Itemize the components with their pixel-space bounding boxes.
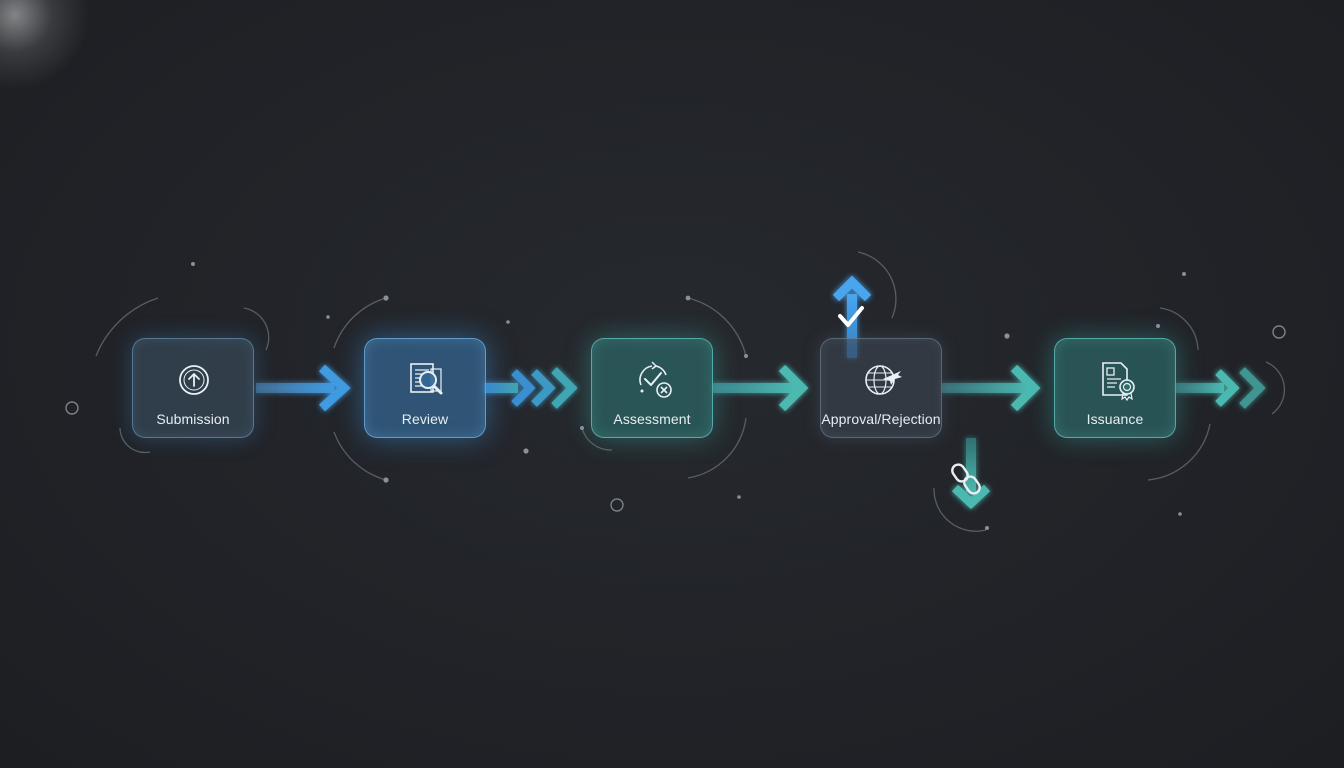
branch-down-arrow xyxy=(951,438,991,510)
step-submission: Submission xyxy=(132,338,254,438)
step-label: Approval/Rejection xyxy=(821,411,941,427)
arrow-issuance-out xyxy=(1176,367,1266,409)
arrow-assessment-approval xyxy=(713,364,809,412)
step-label: Issuance xyxy=(1086,411,1144,427)
document-search-icon xyxy=(410,363,443,395)
step-label: Assessment xyxy=(613,411,691,427)
chain-link-icon xyxy=(951,463,981,495)
arrow-approval-issuance xyxy=(942,364,1041,412)
scatter-dots xyxy=(191,262,1186,530)
globe-plane-icon xyxy=(865,365,902,395)
step-assessment: Assessment xyxy=(591,338,713,438)
step-label: Review xyxy=(401,411,449,427)
branch-up-arrow xyxy=(832,275,872,358)
step-approval-rejection: Approval/Rejection xyxy=(820,338,942,438)
step-issuance: Issuance xyxy=(1054,338,1176,438)
ring-dots xyxy=(65,325,1286,512)
upload-circle-icon xyxy=(179,365,209,395)
arrow-submission-review xyxy=(256,364,351,412)
check-cross-cycle-icon xyxy=(639,361,672,398)
orbit-arcs xyxy=(95,251,1286,532)
step-label: Submission xyxy=(156,411,230,427)
step-review: Review xyxy=(364,338,486,438)
certificate-icon xyxy=(1102,362,1135,402)
checkmark-icon xyxy=(838,306,864,327)
arrow-review-assessment xyxy=(484,367,578,409)
